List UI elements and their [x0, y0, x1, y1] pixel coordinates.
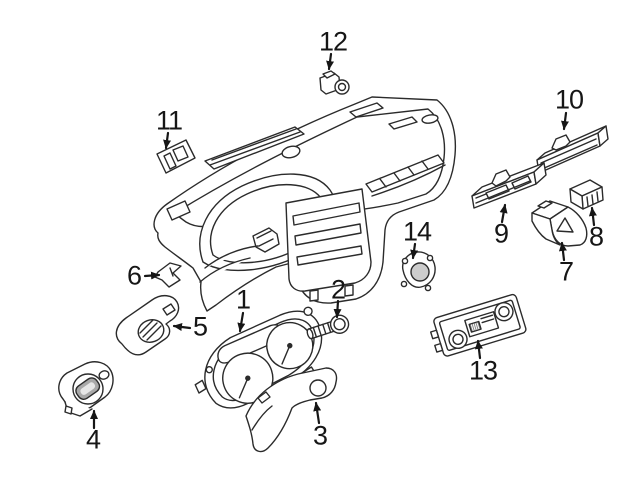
- dashboard-panel: [154, 97, 455, 311]
- part-headlight-switch: [59, 362, 113, 416]
- sensor-hole: [281, 144, 301, 159]
- arrow-12: [326, 54, 335, 69]
- right-top-oval: [421, 114, 438, 125]
- part-hazard-switch: [532, 201, 587, 246]
- callout-label-12: 12: [318, 26, 348, 57]
- arrow-13: [474, 341, 483, 358]
- arrow-5: [174, 323, 190, 331]
- stack-foot: [310, 290, 318, 301]
- part-climate-control: [427, 294, 527, 359]
- callout-arrows: [90, 54, 597, 428]
- part-bolt: [305, 313, 351, 343]
- arrow-14: [410, 244, 419, 258]
- top-vent-slot: [389, 117, 417, 129]
- left-end-switch-hole: [167, 201, 190, 220]
- center-stack-shelf: [295, 224, 361, 245]
- part-trim-bezel: [246, 368, 337, 451]
- switch-dial: [135, 316, 167, 346]
- arrow-7: [558, 243, 567, 260]
- part-display-upper: [537, 126, 608, 173]
- callout-label-7: 7: [558, 256, 574, 287]
- part-sun-sensor: [320, 71, 349, 94]
- part-small-switch: [570, 180, 603, 209]
- hazard-triangle-icon: [557, 218, 573, 232]
- callout-label-8: 8: [588, 221, 604, 252]
- callout-label-9: 9: [493, 218, 509, 249]
- bezel-hole: [310, 380, 326, 396]
- callout-label-6: 6: [126, 260, 142, 291]
- callout-label-1: 1: [235, 284, 251, 315]
- arrow-2: [333, 301, 342, 317]
- callout-label-10: 10: [554, 84, 584, 115]
- arrow-10: [561, 113, 569, 129]
- callout-label-4: 4: [85, 424, 101, 455]
- stack-foot: [345, 285, 353, 296]
- callout-label-2: 2: [330, 274, 346, 305]
- callout-label-11: 11: [155, 105, 183, 136]
- center-stack-shelf: [297, 246, 362, 265]
- part-column-switch-housing: [116, 296, 178, 355]
- callout-label-14: 14: [402, 216, 432, 247]
- arrow-6: [145, 271, 159, 280]
- arrow-11: [163, 133, 172, 148]
- part-speaker: [401, 252, 435, 291]
- arrow-9: [499, 205, 508, 222]
- part-switch-blank: [157, 140, 195, 173]
- top-vent-slot: [350, 103, 383, 117]
- callout-label-3: 3: [312, 420, 328, 451]
- part-display-lower: [472, 163, 546, 208]
- arrow-1: [237, 313, 246, 331]
- callout-label-5: 5: [192, 311, 208, 342]
- arrow-8: [588, 208, 597, 225]
- arrow-3: [313, 403, 322, 423]
- center-stack-shelf: [293, 203, 360, 225]
- callout-label-13: 13: [468, 355, 498, 386]
